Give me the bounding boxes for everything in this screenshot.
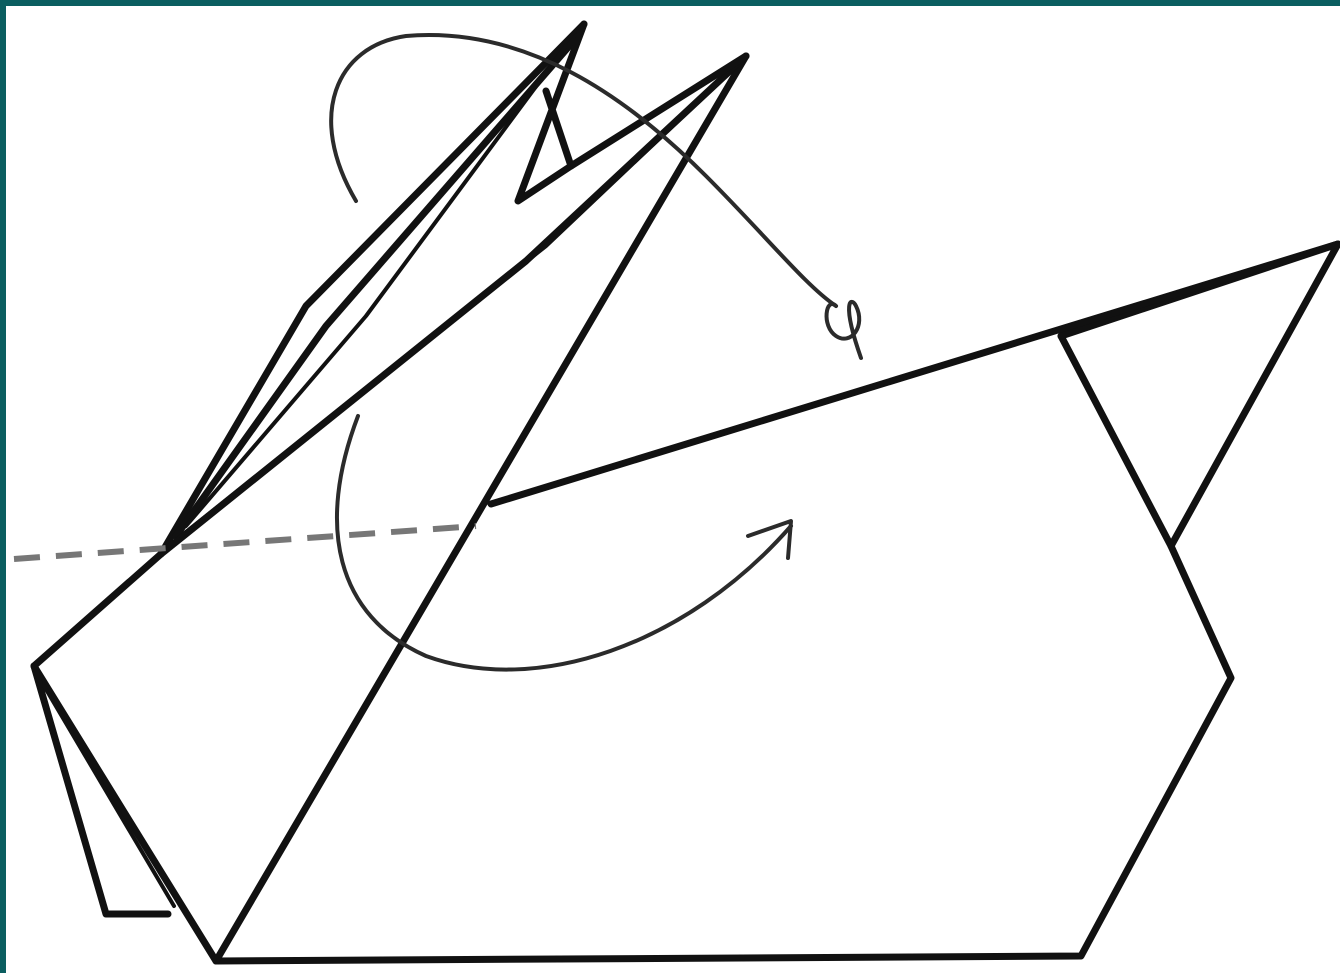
body-outline xyxy=(34,336,1231,961)
central-diagonal xyxy=(216,56,746,961)
back-edge xyxy=(491,244,1338,504)
turn-over-loop-arrowhead xyxy=(827,302,861,358)
turn-over-loop-arrow xyxy=(331,35,836,306)
ear-front-rib xyxy=(181,66,736,536)
valley-fold-line xyxy=(14,526,476,559)
front-flap-inner-line xyxy=(44,686,174,906)
fold-over-arrowhead xyxy=(748,521,791,558)
ear-notch xyxy=(518,24,584,201)
neck-edge xyxy=(34,554,161,666)
origami-diagram xyxy=(6,6,1340,973)
ear-front-edge xyxy=(571,56,746,166)
